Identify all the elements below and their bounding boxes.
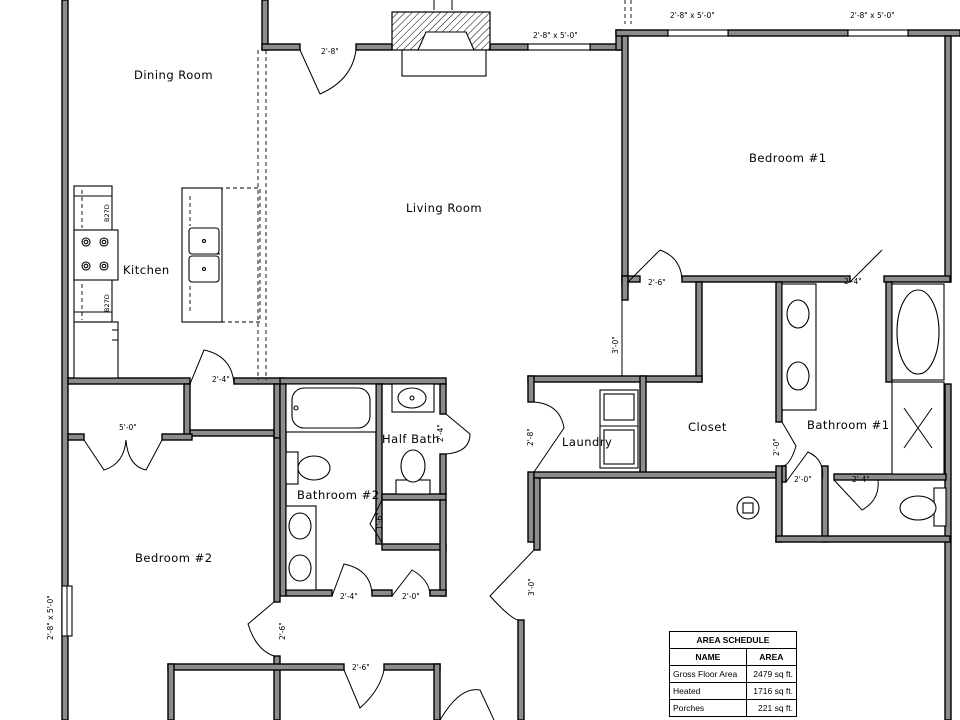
- dim-door-half-bath: 2'-4": [436, 424, 445, 442]
- dim-door-linen-1: 1'-6": [375, 512, 384, 530]
- table-row: Porches 221 sq ft.: [669, 699, 798, 717]
- row-name: Heated: [669, 682, 747, 700]
- dim-window-top-right-1: 2'-8" x 5'-0": [670, 11, 715, 20]
- dim-opening-hall: 3'-0": [527, 578, 536, 596]
- dim-window-left: 2'-8" x 5'-0": [46, 595, 55, 640]
- dim-door-bedroom-2: 2'-6": [278, 622, 287, 640]
- dim-window-top-right-2: 2'-8" x 5'-0": [850, 11, 895, 20]
- label-bedroom-1: Bedroom #1: [749, 151, 827, 165]
- table-row: Heated 1716 sq ft.: [669, 682, 798, 700]
- fireplace: [391, 0, 491, 77]
- kitchen-counters: [73, 185, 119, 379]
- dim-closet-left: 5'-0": [119, 423, 137, 432]
- doors: [83, 49, 883, 720]
- dim-door-closet-bath1: 2'-0": [772, 438, 781, 456]
- dim-door-bath2: 2'-4": [340, 592, 358, 601]
- dim-opening-living: 3'-0": [611, 336, 620, 354]
- dim-door-bedroom-1: 2'-6": [648, 278, 666, 287]
- dim-door-bath1-lower: 2'-4": [852, 475, 870, 484]
- dim-window-top-center: 2'-8" x 5'-0": [533, 31, 578, 40]
- dim-door-bath1-top: 2'-4": [844, 277, 862, 286]
- kitchen-island: [181, 187, 223, 323]
- dim-door-linen-2: 2'-0": [402, 592, 420, 601]
- bath2-fixtures: [285, 383, 435, 591]
- bath1-fixtures: [736, 283, 947, 527]
- label-kitchen: Kitchen: [123, 263, 170, 277]
- area-schedule-title: AREA SCHEDULE: [669, 631, 797, 649]
- ref-label-top: B27D: [103, 204, 111, 222]
- row-area: 221 sq ft.: [745, 699, 798, 717]
- label-half-bath: Half Bath: [382, 432, 440, 446]
- area-schedule-col-name: NAME: [669, 648, 747, 666]
- dim-door-entry: 2'-8": [321, 47, 339, 56]
- label-bedroom-2: Bedroom #2: [135, 551, 213, 565]
- label-bathroom-1: Bathroom #1: [807, 418, 890, 432]
- label-living-room: Living Room: [406, 201, 482, 215]
- dim-door-laundry: 2'-8": [526, 428, 535, 446]
- washer-dryer: [599, 389, 639, 469]
- table-row: Gross Floor Area 2479 sq ft.: [669, 665, 798, 683]
- label-laundry: Laundry: [562, 435, 612, 449]
- interior-walls: [67, 35, 951, 720]
- row-name: Porches: [669, 699, 747, 717]
- dim-door-pantry: 2'-4": [212, 375, 230, 384]
- label-closet: Closet: [688, 420, 727, 434]
- windows: [61, 29, 909, 637]
- dim-door-bottom: 2'-6": [352, 663, 370, 672]
- row-name: Gross Floor Area: [669, 665, 747, 683]
- area-schedule-col-area: AREA: [745, 648, 798, 666]
- ref-label-bottom: B27D: [103, 294, 111, 312]
- area-schedule-table: AREA SCHEDULE NAME AREA Gross Floor Area…: [669, 631, 798, 717]
- row-area: 2479 sq ft.: [745, 665, 798, 683]
- label-bathroom-2: Bathroom #2: [297, 488, 380, 502]
- row-area: 1716 sq ft.: [745, 682, 798, 700]
- dim-door-wc: 2'-0": [794, 475, 812, 484]
- label-dining-room: Dining Room: [134, 68, 213, 82]
- exterior-walls: [61, 0, 960, 720]
